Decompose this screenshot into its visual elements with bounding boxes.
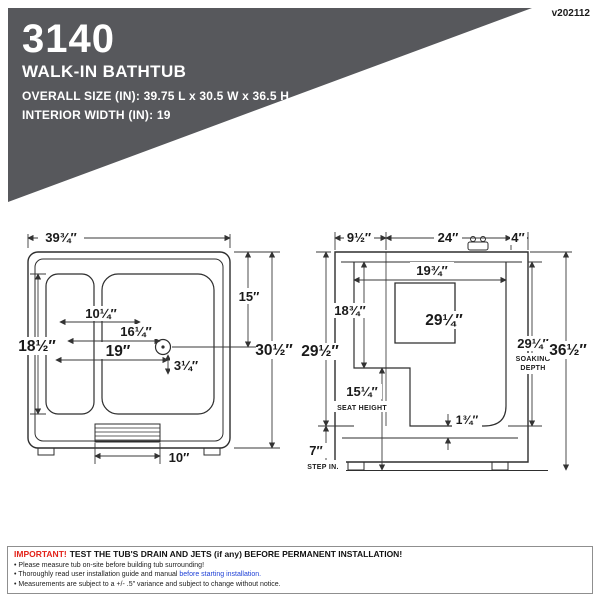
drain-circle xyxy=(156,340,171,355)
side-view-drawing: 9½″ 24″ 4″ 19¾″ 18¾″ 29¼″ 29½″ 15¼″ SEAT… xyxy=(300,230,590,471)
caption-soaking: SOAKING xyxy=(516,356,551,363)
overall-size-text: OVERALL SIZE (IN): 39.75 L x 30.5 W x 36… xyxy=(22,89,290,103)
dim-label-interior-depth: 18½″ xyxy=(18,338,56,355)
dim-label-top-left: 9½″ xyxy=(347,230,371,245)
dim-label-window: 29¼″ xyxy=(425,312,463,329)
dim-label-top-mid: 24″ xyxy=(438,230,459,245)
left-leg xyxy=(348,462,364,470)
drain-center-dot xyxy=(161,345,165,349)
title-banner: 3140 WALK-IN BATHTUB OVERALL SIZE (IN): … xyxy=(8,8,532,202)
dim-label-door-width: 10″ xyxy=(169,450,190,465)
dim-label-well-width: 16¼″ xyxy=(120,324,152,339)
dim-label-step: 7″ xyxy=(309,443,322,458)
dim-label-top-right: 4″ xyxy=(511,230,524,245)
dim-label-overall-height: 36½″ xyxy=(549,342,587,359)
dim-label-seat-height: 15¼″ xyxy=(346,384,378,399)
important-label: IMPORTANT! xyxy=(14,548,67,559)
interior-width-text: INTERIOR WIDTH (IN): 19 xyxy=(22,108,171,122)
dim-label-inner-top: 19¾″ xyxy=(416,263,448,278)
top-view-dimension-labels: 39¾″ 15″ 30½″ 18½″ 10¼″ 16¼″ 19″ 3¼″ 10″ xyxy=(16,229,293,465)
warning-text: TEST THE TUB'S DRAIN AND JETS (if any) B… xyxy=(69,548,403,559)
caption-step-in: STEP IN. xyxy=(307,464,338,471)
dim-label-top-width: 39¾″ xyxy=(45,230,77,245)
caption-depth: DEPTH xyxy=(520,365,545,372)
installation-notes: IMPORTANT!TEST THE TUB'S DRAIN AND JETS … xyxy=(7,545,593,594)
dim-label-soaking-depth: 29¼″ xyxy=(517,336,549,351)
note-link-text: before starting installation. xyxy=(179,571,262,579)
dim-label-upper-left: 18¾″ xyxy=(334,303,366,318)
tub-top-outline xyxy=(28,252,230,455)
warning-line: IMPORTANT!TEST THE TUB'S DRAIN AND JETS … xyxy=(14,549,586,559)
dim-label-left-overall: 29½″ xyxy=(301,343,339,360)
version-label: v202112 xyxy=(551,8,590,19)
right-leg xyxy=(492,462,508,470)
left-foot xyxy=(38,448,54,455)
note-item: Measurements are subject to a +/- .5″ va… xyxy=(14,580,586,590)
tub-bowl-profile xyxy=(354,262,506,426)
model-number: 3140 xyxy=(22,17,115,61)
top-view-drawing: 39¾″ 15″ 30½″ 18½″ 10¼″ 16¼″ 19″ 3¼″ 10″ xyxy=(16,229,293,465)
right-foot xyxy=(204,448,220,455)
note-item: Please measure tub on-site before buildi… xyxy=(14,561,586,571)
product-name: WALK-IN BATHTUB xyxy=(22,62,187,81)
faucet-icon xyxy=(468,237,488,251)
dim-label-drain-offset: 3¼″ xyxy=(174,358,198,373)
note-item: Thoroughly read user installation guide … xyxy=(14,570,586,580)
top-view-dimension-lines xyxy=(27,234,280,464)
door-threshold-hatch xyxy=(95,424,160,442)
dim-label-side-upper: 15″ xyxy=(239,289,260,304)
side-view-dimension-labels: 9½″ 24″ 4″ 19¾″ 18¾″ 29¼″ 29½″ 15¼″ SEAT… xyxy=(300,230,590,471)
dim-label-seat-width: 10¼″ xyxy=(85,306,117,321)
caption-seat-height: SEAT HEIGHT xyxy=(337,405,387,412)
notes-list: Please measure tub on-site before buildi… xyxy=(14,561,586,590)
dim-label-base-gap: 1¾″ xyxy=(456,413,479,427)
dim-label-interior-width: 19″ xyxy=(106,343,131,360)
dim-label-overall-depth: 30½″ xyxy=(255,342,293,359)
